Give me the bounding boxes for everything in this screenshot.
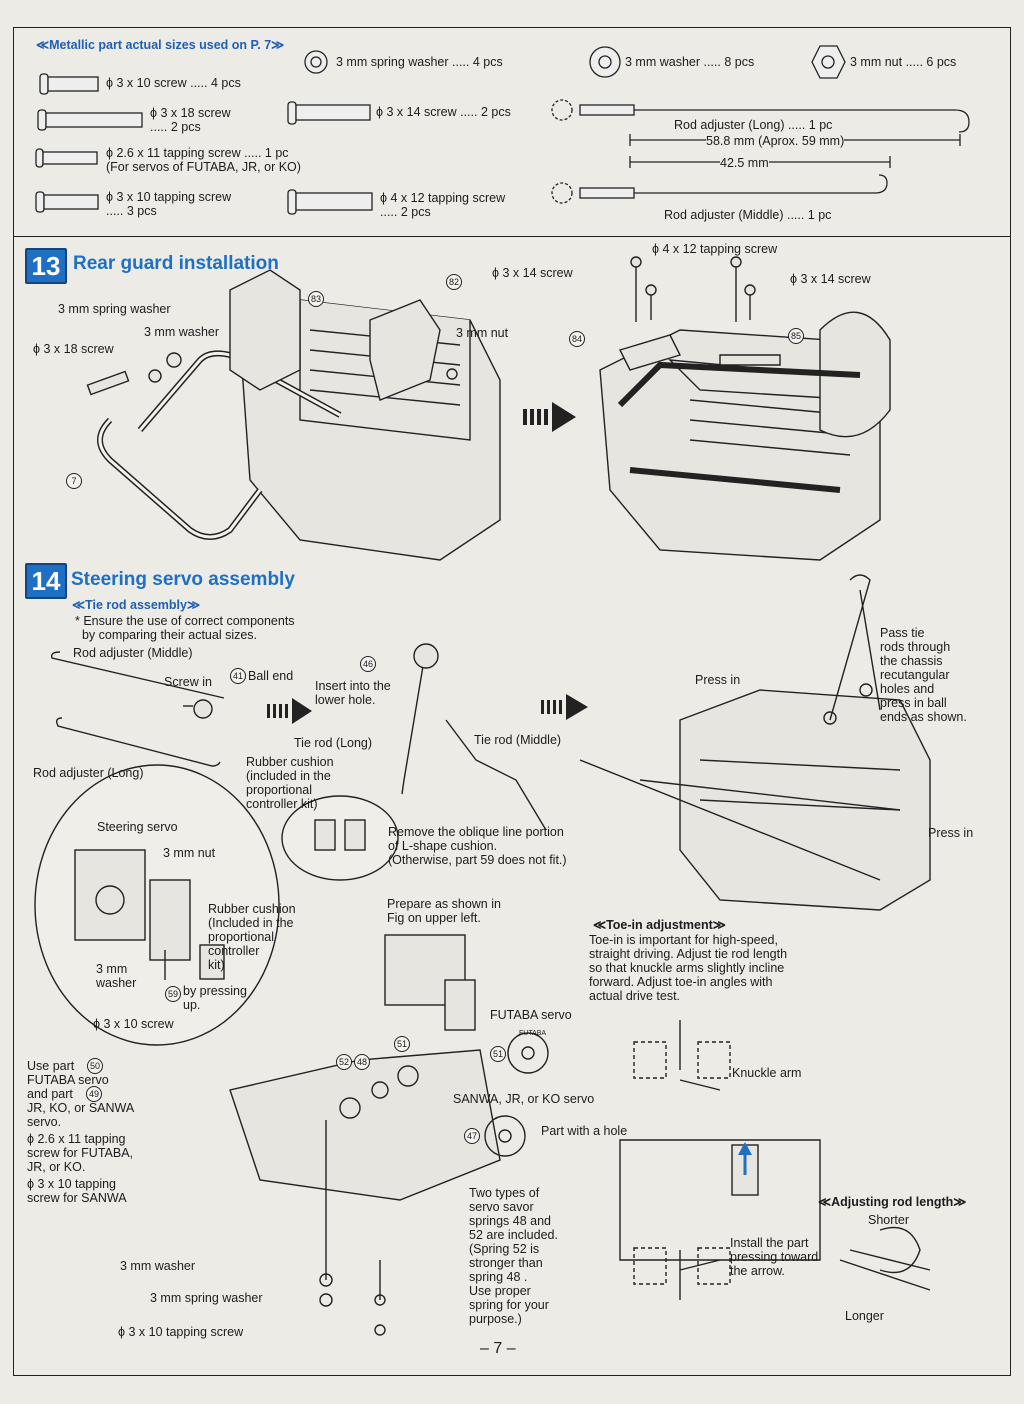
part-number-50: 50 [87,1058,103,1074]
adjusting-rod-title: ≪Adjusting rod length≫ [818,1195,967,1209]
part-nut: 3 mm nut ..... 6 pcs [850,55,957,69]
part-tap-2-6x11: ϕ 2.6 x 11 tapping screw ..... 1 pc (For… [106,146,301,174]
label-tie-long: Tie rod (Long) [294,736,373,750]
label-washer: 3 mm washer [144,325,220,339]
parts-box [13,27,1011,237]
tie-rod-note: * Ensure the use of correct components b… [75,614,295,642]
label-screw-3x18: ϕ 3 x 18 screw [33,342,114,356]
part-rod-long: Rod adjuster (Long) ..... 1 pc [674,118,833,132]
label-longer: Longer [845,1309,884,1323]
label-pass-tie-rods: Pass tie rods through the chassis recuta… [880,626,967,724]
step-13-title: Rear guard installation [73,253,279,274]
part-number-47: 47 [464,1128,480,1144]
part-number-51a: 51 [394,1036,410,1052]
step-13-illustration [86,256,891,561]
label-washer-b: 3 mm washer [120,1259,196,1273]
label-rod-middle: Rod adjuster (Middle) [73,646,193,660]
label-part-with-hole: Part with a hole [541,1124,628,1138]
tie-rod-header: ≪Tie rod assembly≫ [72,598,201,612]
step-13-number: 13 [25,248,67,284]
label-remove: Remove the oblique line portion of L-sha… [388,825,567,867]
label-install: Install the part pressing toward the arr… [730,1236,819,1278]
part-washer: 3 mm washer ..... 8 pcs [625,55,755,69]
label-screw-3x14-b: ϕ 3 x 14 screw [790,272,871,286]
part-number-49: 49 [86,1086,102,1102]
part-screw-3x18: ϕ 3 x 18 screw ..... 2 pcs [150,106,231,134]
part-number-83: 83 [308,291,324,307]
label-tap-3x10-sanwa: ϕ 3 x 10 tapping screw for SANWA [27,1177,127,1205]
parts-illustrations [35,45,970,215]
label-rubber-cushion-2: Rubber cushion (Included in the proporti… [208,902,296,972]
label-steering-servo: Steering servo [97,820,178,834]
part-number-41: 41 [230,668,246,684]
label-by-pressing: by pressing up. [183,984,247,1012]
toe-in-title: ≪Toe-in adjustment≫ [593,918,726,932]
label-press-in-top: Press in [695,673,741,687]
part-number-46: 46 [360,656,376,672]
part-number-82: 82 [446,274,462,290]
step-14-title: Steering servo assembly [71,569,295,590]
label-screw-3x14-a: ϕ 3 x 14 screw [492,266,573,280]
part-tap-4x12: ϕ 4 x 12 tapping screw ..... 2 pcs [380,191,506,219]
label-rubber-cushion-1: Rubber cushion (included in the proporti… [246,755,334,811]
label-shorter: Shorter [868,1213,909,1227]
part-rod-middle: Rod adjuster (Middle) ..... 1 pc [664,208,832,222]
label-sanwa-servo: SANWA, JR, or KO servo [453,1092,595,1106]
label-tap-4x12: ϕ 4 x 12 tapping screw [652,242,778,256]
label-insert: Insert into the lower hole. [315,679,391,707]
part-number-59: 59 [165,986,181,1002]
part-number-52: 52 [336,1054,352,1070]
label-spring-b: 3 mm spring washer [150,1291,263,1305]
toe-in-body: Toe-in is important for high-speed, stra… [589,933,788,1003]
rod-long-dimension-2: 42.5 mm [720,156,769,170]
label-servo-nut: 3 mm nut [163,846,216,860]
label-screw-in: Screw in [164,675,212,689]
part-spring-washer: 3 mm spring washer ..... 4 pcs [336,55,503,69]
label-nut: 3 mm nut [456,326,509,340]
step-14-number: 14 [25,563,67,599]
label-servo-screw: ϕ 3 x 10 screw [93,1017,174,1031]
part-number-48: 48 [354,1054,370,1070]
rod-long-dimension-1: 58.8 mm (Aprox. 59 mm) [706,134,845,148]
label-spring-washer: 3 mm spring washer [58,302,171,316]
part-number-85: 85 [788,328,804,344]
part-tap-3x10: ϕ 3 x 10 tapping screw ..... 3 pcs [106,190,232,218]
label-ball-end: Ball end [248,669,294,683]
futaba-badge: FUTABA [519,1030,547,1037]
label-tap-3x10-b: ϕ 3 x 10 tapping screw [118,1325,244,1339]
page-number: – 7 – [480,1340,516,1357]
parts-box-header: ≪Metallic part actual sizes used on P. 7… [36,38,285,52]
label-rod-long: Rod adjuster (Long) [33,766,144,780]
label-use-part: Use part for FUTABA servo and part for J… [27,1059,135,1129]
part-number-7: 7 [66,473,82,489]
part-screw-3x14: ϕ 3 x 14 screw ..... 2 pcs [376,105,511,119]
part-number-51b: 51 [490,1046,506,1062]
label-press-in-right: Press in [928,826,974,840]
label-prepare: Prepare as shown in Fig on upper left. [387,897,501,925]
part-number-84: 84 [569,331,585,347]
label-tie-middle: Tie rod (Middle) [474,733,562,747]
label-futaba-servo: FUTABA servo [490,1008,572,1022]
label-tap-2-6: ϕ 2.6 x 11 tapping screw for FUTABA, JR,… [27,1132,134,1174]
label-two-types: Two types of servo savor springs 48 and … [469,1186,558,1326]
label-knuckle-arm: Knuckle arm [732,1066,802,1080]
part-screw-3x10: ϕ 3 x 10 screw ..... 4 pcs [106,76,241,90]
label-servo-washer: 3 mm washer [96,962,137,990]
